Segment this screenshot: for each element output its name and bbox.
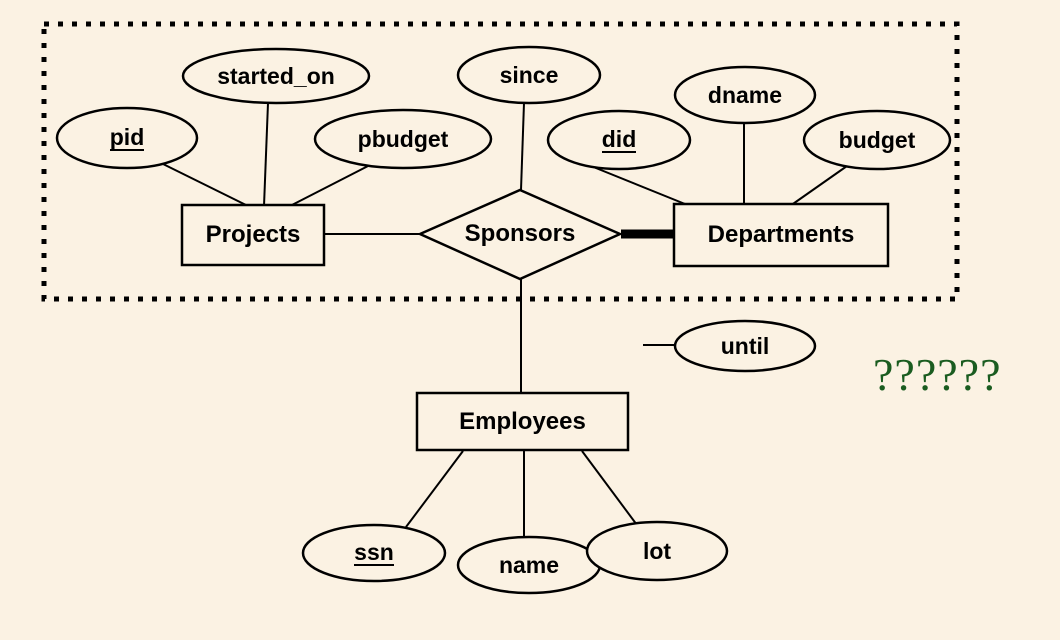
attribute-oval-started_on[interactable] [181, 47, 371, 105]
attribute-oval-budget[interactable] [802, 109, 952, 171]
attribute-oval-ssn[interactable] [301, 523, 447, 583]
entity-shapes [180, 202, 890, 452]
attribute-oval-pid[interactable] [55, 106, 199, 170]
unknown-annotation: ?????? [873, 349, 1002, 400]
connector-ssn-employees [405, 450, 464, 528]
attribute-oval-pbudget[interactable] [313, 108, 493, 170]
attribute-oval-dname[interactable] [673, 65, 817, 125]
entity-box-departments[interactable] [672, 202, 890, 268]
connector-did-departments [585, 163, 691, 207]
connector-budget-departments [789, 165, 848, 207]
attribute-oval-did[interactable] [546, 109, 692, 171]
connector-started_on-projects [263, 102, 269, 207]
connector-since-sponsors [520, 102, 525, 191]
attribute-ovals [55, 45, 952, 595]
relationship-diamond-sponsors[interactable] [416, 188, 624, 281]
connector-pid-projects [160, 162, 249, 207]
aggregation-boundary [41, 21, 960, 302]
connector-lot-employees [581, 450, 638, 526]
entity-box-employees[interactable] [415, 391, 630, 452]
connector-lines [160, 102, 848, 538]
attribute-oval-name[interactable] [456, 535, 602, 595]
attribute-oval-until[interactable] [673, 319, 817, 373]
connector-pbudget-projects [289, 164, 371, 207]
attribute-oval-lot[interactable] [585, 520, 729, 582]
entity-box-projects[interactable] [180, 203, 326, 267]
attribute-oval-since[interactable] [456, 45, 602, 105]
